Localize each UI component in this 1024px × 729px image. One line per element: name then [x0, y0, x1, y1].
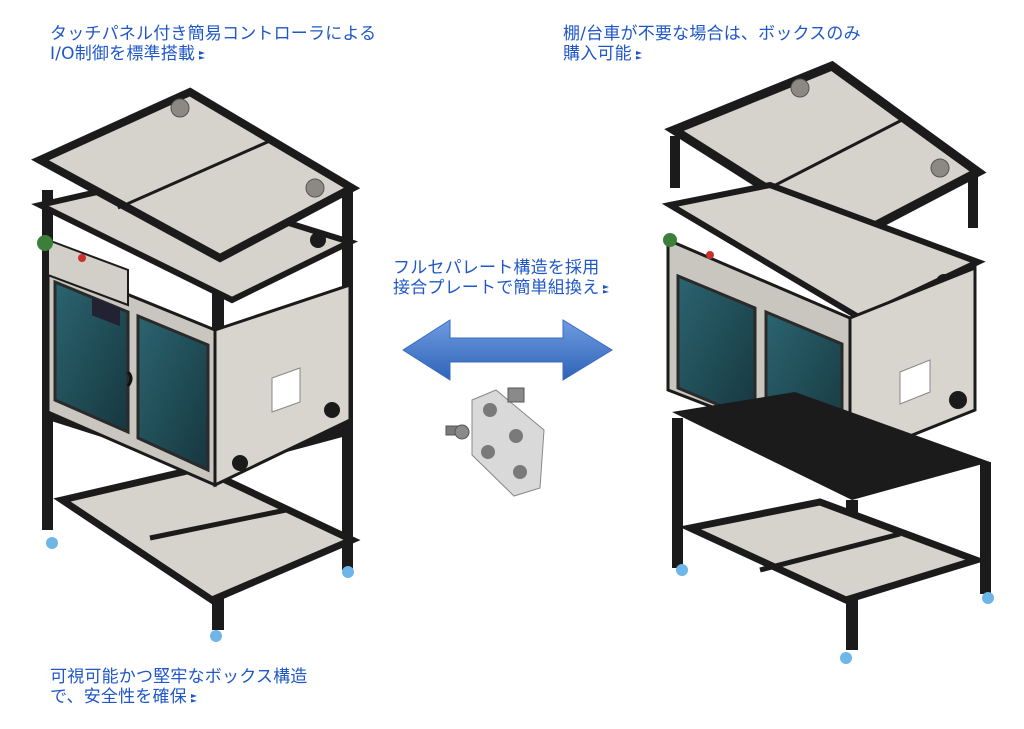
caption-bottom-left-line1: 可視可能かつ堅牢なボックス構造 — [50, 667, 308, 687]
caption-top-left-line2-text: I/O制御を標準搭載 — [50, 44, 196, 64]
left-unit — [31, 87, 361, 642]
bullet-mark-icon — [635, 51, 642, 60]
caption-center: フルセパレート構造を採用 接合プレートで簡単組換え — [393, 258, 610, 298]
caption-center-line1: フルセパレート構造を採用 — [393, 258, 600, 278]
caption-top-right-line2: 購入可能 — [563, 44, 861, 64]
caption-top-left: タッチパネル付き簡易コントローラによる I/O制御を標準搭載 — [50, 24, 376, 64]
caption-center-line2-text: 接合プレートで簡単組換え — [393, 278, 600, 298]
joint-plate-icon — [445, 387, 545, 497]
caption-bottom-left-line2-text: で、安全性を確保 — [50, 687, 187, 707]
bullet-mark-icon — [190, 694, 197, 703]
caption-top-left-line2: I/O制御を標準搭載 — [50, 44, 376, 64]
right-unit — [661, 60, 994, 664]
caption-bottom-left: 可視可能かつ堅牢なボックス構造 で、安全性を確保 — [50, 667, 308, 707]
caption-top-right-line2-text: 購入可能 — [563, 44, 632, 64]
double-arrow-icon — [402, 319, 613, 381]
bullet-mark-icon — [603, 285, 610, 294]
caption-bottom-left-line2: で、安全性を確保 — [50, 687, 308, 707]
caption-top-right: 棚/台車が不要な場合は、ボックスのみ 購入可能 — [563, 24, 861, 64]
caption-top-right-line1: 棚/台車が不要な場合は、ボックスのみ — [563, 24, 861, 44]
caption-top-left-line1: タッチパネル付き簡易コントローラによる — [50, 24, 377, 44]
bullet-mark-icon — [199, 51, 206, 60]
caption-center-line2: 接合プレートで簡単組換え — [393, 278, 610, 298]
